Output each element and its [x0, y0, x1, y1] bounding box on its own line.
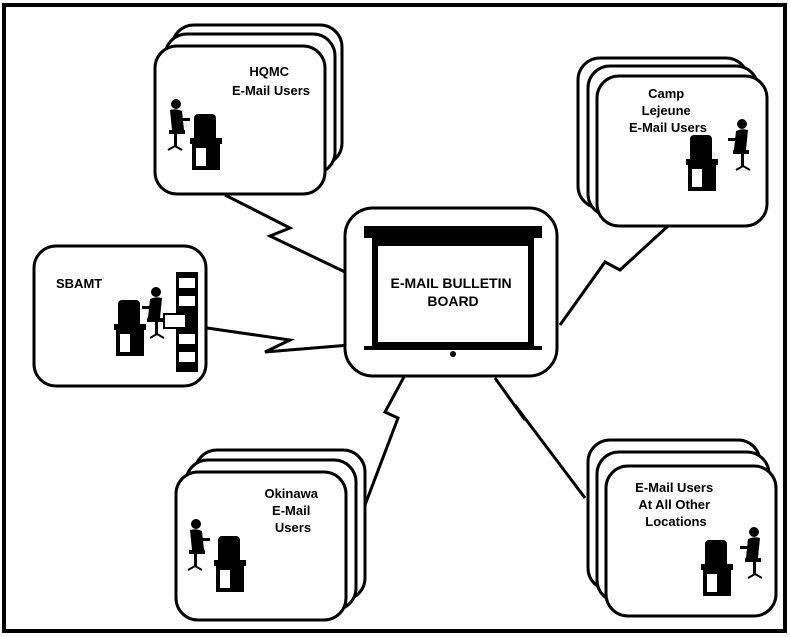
node-hqmc: HQMC E-Mail Users — [153, 23, 344, 196]
screen-roller — [364, 226, 542, 238]
node-okinawa: Okinawa E-Mail Users — [174, 448, 367, 622]
bulletin-board-label: E-MAIL BULLETIN BOARD — [391, 275, 516, 309]
link-okinawa — [363, 374, 407, 506]
okinawa-label: Okinawa E-Mail Users — [264, 486, 321, 535]
link-other — [493, 377, 587, 499]
node-camp-lejeune: Camp Lejeune E-Mail Users — [576, 56, 769, 228]
hqmc-label: HQMC E-Mail Users — [232, 64, 310, 98]
node-sbamt: SBAMT — [32, 244, 208, 388]
sbamt-label: SBAMT — [56, 276, 102, 291]
link-hqmc — [224, 193, 346, 274]
outer-frame — [2, 3, 787, 633]
node-bulletin-board: E-MAIL BULLETIN BOARD — [343, 206, 559, 378]
other-locations-label: E-Mail Users At All Other Locations — [635, 480, 717, 529]
link-lejeune — [558, 213, 682, 326]
node-other-locations: E-Mail Users At All Other Locations — [586, 438, 778, 618]
connectors — [206, 193, 682, 506]
link-sbamt — [206, 326, 351, 354]
file-cabinet-icon — [163, 272, 198, 372]
lejeune-label: Camp Lejeune E-Mail Users — [629, 86, 707, 135]
